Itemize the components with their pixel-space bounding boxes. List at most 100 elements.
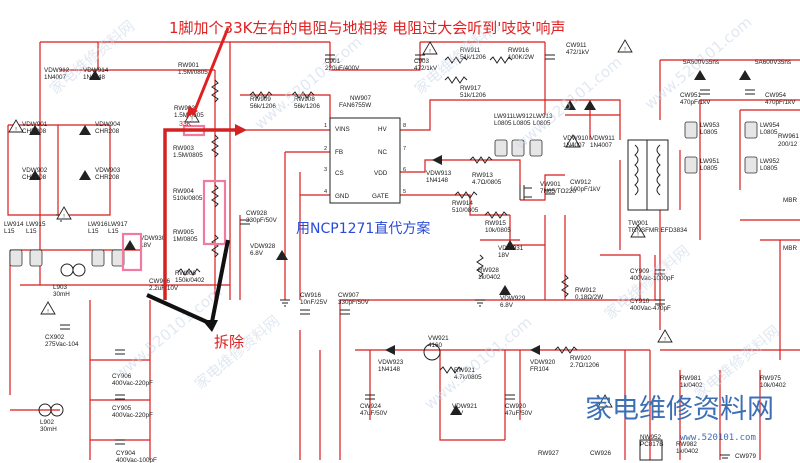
- component-ref: LW913: [533, 113, 553, 120]
- component-value: 1N4148: [378, 366, 401, 373]
- component-value: 330pF/50V: [246, 217, 278, 224]
- component-ref: VDW914: [83, 67, 109, 74]
- component-value: 51k/1206: [460, 54, 486, 61]
- component-value: CHR208: [22, 174, 47, 181]
- component-value: 1k/0402: [680, 382, 703, 389]
- component-value: 1N4007: [590, 142, 613, 149]
- component-ref: VDW901: [22, 121, 48, 128]
- ic-pin-cs: CS: [335, 170, 344, 177]
- svg-text:!: !: [63, 214, 65, 220]
- component-ref: RW927: [538, 450, 559, 457]
- component-ref: RW916: [508, 47, 529, 54]
- component-ref: VDW910: [563, 135, 589, 142]
- logo-text: 家电维修资料网: [585, 394, 774, 425]
- component-ref: CW979: [735, 453, 756, 460]
- svg-text:!: !: [664, 337, 666, 343]
- edge-label: 5A600V35ns: [755, 59, 791, 66]
- component-ref: C903: [414, 58, 430, 65]
- component-ref: RW982: [676, 441, 697, 448]
- component-value: 7N65/TO220: [540, 188, 576, 195]
- warning-icons: [8, 39, 673, 408]
- component-value: L0805: [513, 120, 531, 127]
- resistor-value-note: 33K: [179, 121, 192, 128]
- svg-text:!: !: [624, 47, 626, 53]
- component-ref: VDW903: [95, 167, 121, 174]
- component-ref: VDW931: [498, 245, 524, 252]
- component-ref: RW901: [178, 62, 199, 69]
- component-ref: LW952: [760, 158, 780, 165]
- component-value: 275Vac-104: [45, 341, 79, 348]
- component-ref: VDW930: [140, 235, 166, 242]
- component-value: 30mH: [40, 426, 57, 433]
- component-value: 4.7k/0805: [454, 374, 482, 381]
- edge-label: 5A600V35ns: [683, 59, 719, 66]
- component-value: L15: [88, 228, 99, 235]
- component-value: 4160: [428, 342, 443, 349]
- component-ref: VDW921: [452, 403, 478, 410]
- component-value: TRNSFMR EFD3834: [628, 227, 688, 234]
- component-value: PC817B: [640, 441, 663, 448]
- component-labels: VDW9121N4007VDW9141N4148RW9011.5M/0805RW…: [4, 42, 796, 463]
- component-ref: RW905: [173, 229, 194, 236]
- component-value: 1N4007: [563, 142, 586, 149]
- ic-pin-gnd: GND: [335, 193, 349, 200]
- component-value: 1.5M/0805: [173, 152, 203, 159]
- component-value: CHR208: [22, 128, 47, 135]
- component-ref: CW951: [680, 92, 701, 99]
- warning-icon: [630, 224, 646, 238]
- black-arrow-remove: [146, 293, 208, 324]
- watermark-text: 家电维修资料网: [191, 312, 283, 393]
- top-annotation: 1脚加个33K左右的电阻与地相接 电阻过大会听到'吱吱'响声: [169, 19, 565, 37]
- component-ref: CW912: [570, 179, 591, 186]
- annotation-arrows: [146, 27, 247, 332]
- component-value: 220uF/400V: [325, 65, 360, 72]
- warning-icon: [657, 329, 673, 343]
- component-ref: RW975: [760, 375, 781, 382]
- component-value: 400Vac-1000pF: [630, 275, 674, 282]
- svg-text:!: !: [429, 49, 431, 55]
- component-ref: RW921: [454, 367, 475, 374]
- ic-part: FAN6755W: [339, 102, 371, 109]
- ic-pin-number: 3: [324, 167, 327, 173]
- component-ref: CW907: [338, 292, 359, 299]
- component-ref: RW915: [485, 220, 506, 227]
- component-ref: LW911: [494, 113, 514, 120]
- component-ref: VDW928: [250, 243, 276, 250]
- component-ref: CW911: [566, 42, 587, 49]
- component-value: 100pF/1kV: [570, 186, 601, 193]
- component-value: 47uF/50V: [505, 410, 533, 417]
- component-value: 1.5M/0805: [178, 69, 208, 76]
- component-value: 10k/0805: [485, 227, 511, 234]
- site-logo: 家电维修资料网 www.520101.com: [585, 394, 774, 443]
- component-value: 30mH: [53, 291, 70, 298]
- svg-text:!: !: [47, 309, 49, 315]
- svg-text:!: !: [637, 232, 639, 238]
- component-value: 18V: [498, 252, 510, 259]
- edge-label: MBR: [783, 245, 797, 252]
- component-value: 472/1kV: [414, 65, 438, 72]
- component-ref: VDW920: [530, 359, 556, 366]
- warning-icon: [565, 134, 581, 148]
- ic-pin-nc: NC: [378, 149, 388, 156]
- ic-pin-number: 7: [403, 146, 406, 152]
- component-ref: VDW913: [426, 170, 452, 177]
- warning-icon: [8, 119, 24, 133]
- component-ref: CY909: [630, 268, 650, 275]
- watermark-text: 家电维修资料网: [691, 322, 783, 403]
- component-value: 400Vac-220pF: [112, 380, 153, 387]
- component-ref: CW926: [590, 450, 611, 457]
- component-value: 47uF/50V: [360, 410, 388, 417]
- component-value: 1N4148: [426, 177, 449, 184]
- component-value: L0805: [700, 165, 718, 172]
- component-ref: VDW904: [95, 121, 121, 128]
- ic-pin-fb: FB: [335, 149, 343, 156]
- component-ref: C901: [325, 58, 341, 65]
- component-ref: RW912: [575, 287, 596, 294]
- ic-pin-number: 5: [403, 189, 406, 195]
- component-value: 472/1kV: [566, 49, 590, 56]
- component-ref: RW928: [478, 267, 499, 274]
- component-ref: RW914: [452, 200, 473, 207]
- component-ref: LW917: [108, 221, 128, 228]
- component-value: 18V: [452, 410, 464, 417]
